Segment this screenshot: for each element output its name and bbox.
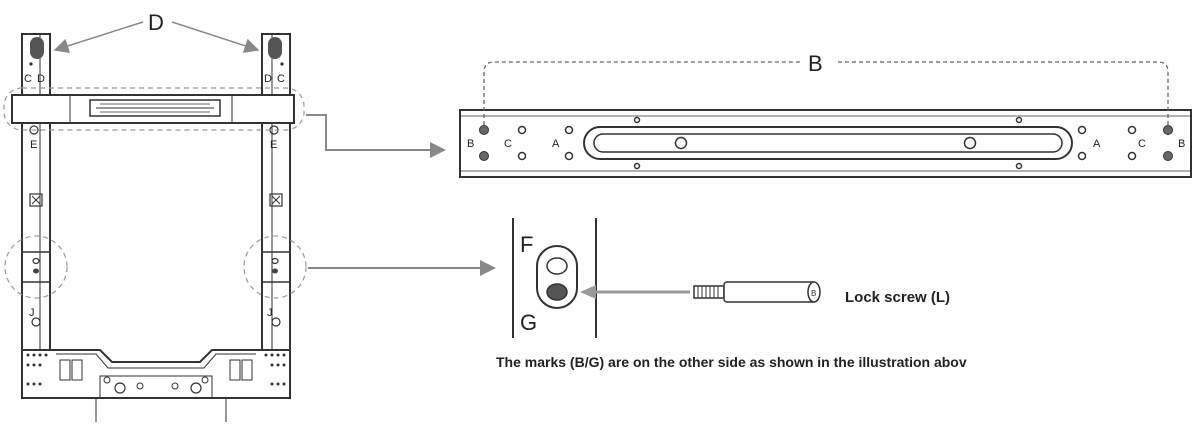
label-C-right: C bbox=[277, 73, 285, 85]
label-B-top: B bbox=[808, 51, 823, 76]
rail-label-A-left: A bbox=[552, 138, 560, 150]
note-text: The marks (B/G) are on the other side as… bbox=[496, 354, 967, 370]
insert-arrow bbox=[580, 285, 690, 299]
label-D-right: D bbox=[264, 73, 272, 85]
label-F: F bbox=[520, 232, 533, 257]
svg-text:B: B bbox=[811, 289, 816, 298]
lock-mark-G bbox=[546, 283, 568, 301]
label-D-top: D bbox=[148, 10, 164, 35]
B-dimension bbox=[483, 61, 1169, 125]
connector-arrows bbox=[306, 114, 496, 276]
label-J-left: J bbox=[29, 307, 35, 319]
frame-illustration bbox=[11, 33, 295, 422]
label-C-left: C bbox=[24, 73, 32, 85]
label-E-left: E bbox=[30, 139, 37, 151]
rail-B-marks bbox=[479, 125, 1173, 161]
base-dots bbox=[26, 353, 286, 386]
rail-label-B-left: B bbox=[467, 138, 474, 150]
right-lock-highlight bbox=[243, 235, 307, 299]
rail-label-A-right: A bbox=[1093, 138, 1101, 150]
left-lock-highlight bbox=[4, 235, 68, 299]
label-E-right: E bbox=[270, 139, 277, 151]
label-G: G bbox=[520, 310, 537, 335]
lock-screw-label: Lock screw (L) bbox=[845, 289, 950, 306]
bottom-base bbox=[21, 349, 291, 399]
rail-long-slot bbox=[583, 126, 1073, 160]
lock-detail: B bbox=[512, 218, 821, 338]
keyhole-slot-right bbox=[268, 37, 282, 59]
lock-screw: B bbox=[693, 281, 821, 303]
rail-label-C-left: C bbox=[504, 138, 512, 150]
label-D-left: D bbox=[37, 73, 45, 85]
top-crossbar bbox=[11, 94, 295, 124]
rail-label-B-right: B bbox=[1178, 138, 1185, 150]
highlight-regions bbox=[3, 87, 307, 299]
crossbar-highlight bbox=[3, 87, 305, 131]
rail-label-C-right: C bbox=[1138, 138, 1146, 150]
rail-detail bbox=[459, 109, 1192, 178]
rail-plate bbox=[459, 109, 1192, 178]
lock-slot bbox=[536, 245, 578, 309]
keyhole-slot-left bbox=[30, 37, 44, 59]
D-pointers bbox=[53, 21, 260, 54]
label-J-right: J bbox=[267, 307, 273, 319]
